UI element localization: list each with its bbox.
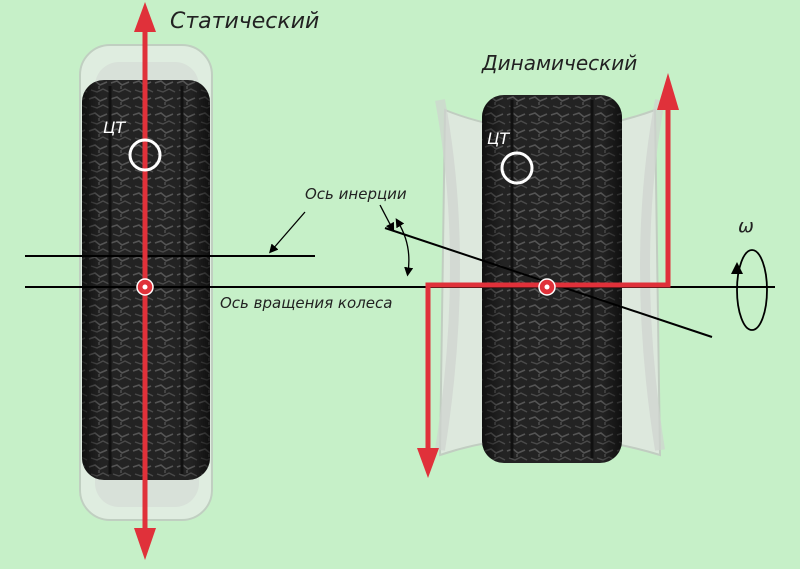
omega-label: ω bbox=[738, 215, 754, 237]
dynamic-cg-label: ЦТ bbox=[487, 129, 510, 148]
angle-arc bbox=[395, 218, 414, 277]
dynamic-arrow-down bbox=[417, 448, 439, 478]
rotation-axis-label: Ось вращения колеса bbox=[220, 294, 392, 312]
center-markers bbox=[128, 138, 556, 296]
rotation-arrowhead bbox=[731, 262, 743, 274]
static-arrow-up bbox=[134, 2, 156, 32]
dynamic-title: Динамический bbox=[481, 51, 637, 75]
inertia-axis-label: Ось инерции bbox=[305, 185, 407, 203]
static-cg-label: ЦТ bbox=[103, 118, 126, 137]
static-title: Статический bbox=[170, 9, 319, 34]
inertia-leader-right bbox=[379, 204, 395, 233]
dynamic-cg-circle bbox=[500, 151, 534, 185]
rotation-ellipse bbox=[736, 249, 768, 331]
rotation-symbol bbox=[731, 249, 768, 331]
inertia-leader-left bbox=[269, 211, 306, 254]
dynamic-arrow-up bbox=[657, 73, 679, 110]
static-arrow-down bbox=[134, 528, 156, 560]
static-cg-circle bbox=[128, 138, 162, 172]
